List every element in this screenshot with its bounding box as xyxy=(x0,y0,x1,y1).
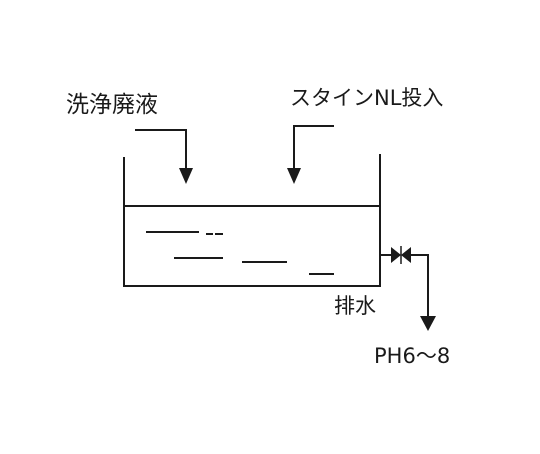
valve-icon xyxy=(391,246,411,264)
arrow-down-icon xyxy=(179,168,193,184)
waste-inflow-arrow-icon xyxy=(135,129,187,169)
liquid-ripples xyxy=(146,231,334,275)
stain-input-label: スタインNL投入 xyxy=(290,86,444,110)
drain-label: 排水 xyxy=(334,294,376,318)
ph-range-label: PH6～8 xyxy=(374,344,451,368)
drain-pipe xyxy=(379,254,429,317)
waste-liquid-label: 洗浄廃液 xyxy=(66,92,158,118)
arrow-down-icon xyxy=(420,316,436,331)
arrow-down-icon xyxy=(287,168,301,184)
stain-input-arrow-icon xyxy=(293,125,334,169)
tank-body xyxy=(123,154,381,287)
